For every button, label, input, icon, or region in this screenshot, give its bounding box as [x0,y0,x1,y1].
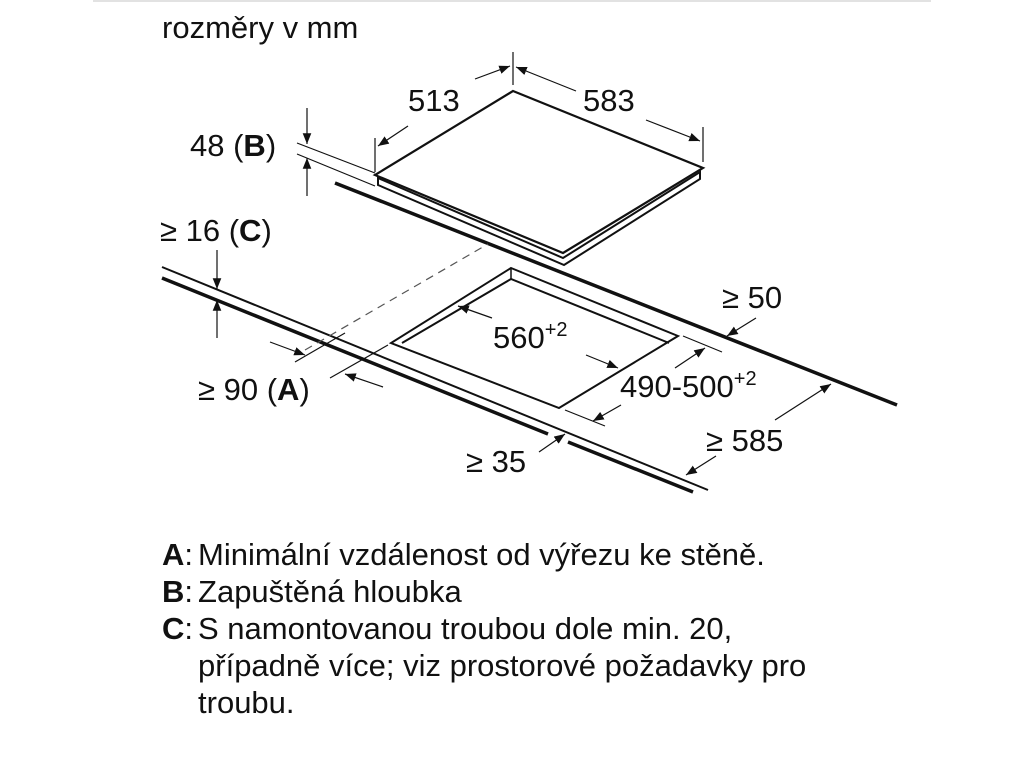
legend-key: B [162,574,185,609]
dim-hob-depth-label: 513 [408,83,460,118]
countertop-front-edge [161,266,709,494]
legend-item-B: B: Zapuštěná hloubka [162,573,838,610]
dim-front-min [538,433,566,453]
countertop-back-edge [334,181,898,407]
dim-counter-depth-label: ≥ 585 [706,423,783,458]
dim-cutout-depth [564,335,723,427]
dim-gap-C-label: ≥ 16 (C) [160,213,272,248]
legend-text: Zapuštěná hloubka [198,574,462,609]
projection-line [304,243,489,351]
legend-text: Minimální vzdálenost od výřezu ke stěně. [198,537,765,572]
legend-text: S namontovanou troubou dole min. 20, pří… [198,611,807,720]
dim-hob-depth [374,52,514,172]
dim-back-min [726,317,757,337]
dim-cutout-depth-label: 490-500+2 [620,368,757,404]
dim-counter-depth [685,383,832,476]
legend-item-C: C: S namontovanou troubou dole min. 20, … [162,610,838,721]
dim-front-min-label: ≥ 35 [466,444,526,479]
dim-hob-width-label: 583 [583,83,635,118]
dim-cutout-width-label: 560+2 [493,319,568,355]
dim-dist-A [269,332,389,388]
legend-item-A: A: Minimální vzdálenost od výřezu ke stě… [162,536,838,573]
legend-key: A [162,537,185,572]
dim-dist-A-label: ≥ 90 (A) [198,372,310,407]
dim-depth-B-label: 48 (B) [190,128,276,163]
hob [372,89,706,267]
dim-hob-width [515,66,704,162]
dim-depth-B [296,108,376,196]
legend: A: Minimální vzdálenost od výřezu ke stě… [162,536,838,721]
legend-key: C [162,611,185,646]
dim-back-min-label: ≥ 50 [722,280,782,315]
cutout [388,266,681,410]
dim-cutout-width [457,305,619,369]
top-rule [93,0,931,2]
page-title: rozměry v mm [162,10,359,45]
